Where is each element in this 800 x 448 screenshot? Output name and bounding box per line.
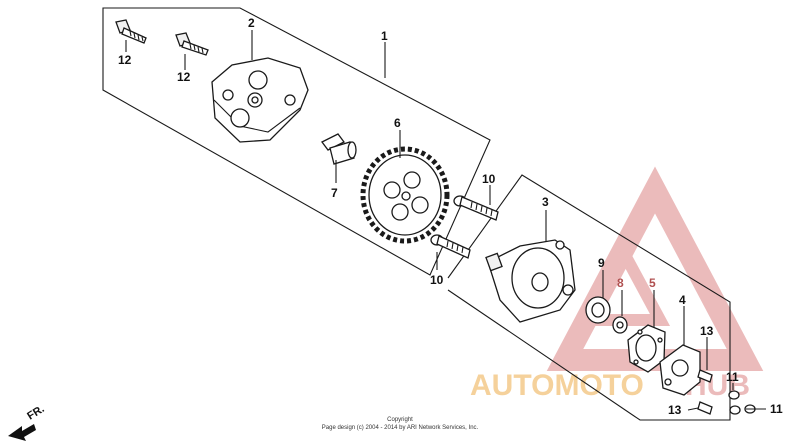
pump-body-part-3 [485, 239, 576, 323]
label-4: 4 [679, 293, 686, 307]
label-12-left: 12 [118, 53, 132, 67]
front-arrow-icon [8, 424, 36, 441]
callout-labels: 12 12 2 1 6 7 10 10 3 9 8 5 4 13 11 13 1… [118, 16, 783, 417]
label-3: 3 [542, 195, 549, 209]
label-12-right: 12 [177, 70, 191, 84]
upper-assembly-outline [102, 7, 491, 276]
label-11-upper: 11 [726, 370, 739, 384]
label-8: 8 [617, 276, 624, 290]
copyright-line-1: Copyright [387, 417, 413, 423]
label-13-lower: 13 [668, 403, 682, 417]
label-11-lower: 11 [770, 402, 783, 416]
label-9: 9 [598, 256, 605, 270]
pump-shaft-part-7 [321, 133, 357, 165]
front-direction-label: FR. [25, 403, 46, 423]
bolt-12-right [175, 32, 209, 56]
lower-assembly-outline [447, 174, 731, 421]
screw-13-lower [687, 401, 713, 415]
bolt-10-lower [430, 234, 471, 259]
copyright-line-2: Page design (c) 2004 - 2014 by ARI Netwo… [322, 425, 479, 431]
outer-rotor-part-9 [585, 296, 611, 324]
bolt-10-upper [453, 195, 499, 221]
copyright-notice: Copyright Page design (c) 2004 - 2014 by… [322, 417, 479, 431]
assembly-boundary-lines [102, 7, 731, 421]
watermark-brand-part1: AUTOMOTO [470, 369, 644, 402]
label-1: 1 [381, 29, 388, 43]
pump-cover-part-2 [211, 57, 309, 143]
screw-13-upper [697, 369, 713, 383]
inner-rotor-part-8 [612, 316, 628, 334]
washer-11-upper [728, 390, 740, 400]
label-13-upper: 13 [700, 324, 714, 338]
label-7: 7 [331, 186, 338, 200]
label-6: 6 [394, 116, 401, 130]
label-5: 5 [649, 276, 656, 290]
drive-gear-part-6 [360, 146, 450, 244]
leader-lines [125, 30, 766, 410]
label-10-lower: 10 [430, 273, 444, 287]
label-10-upper: 10 [482, 172, 496, 186]
label-2: 2 [248, 16, 255, 30]
front-direction-indicator: FR. [8, 403, 47, 441]
bolt-12-left [115, 19, 147, 44]
plate-part-4 [659, 344, 701, 396]
